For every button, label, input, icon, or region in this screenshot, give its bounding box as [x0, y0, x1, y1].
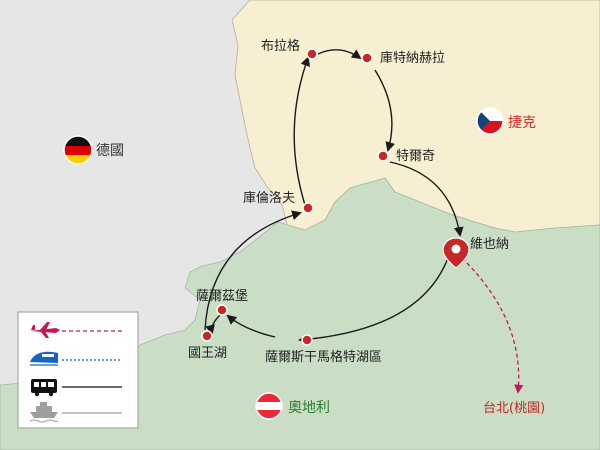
prague-label: 布拉格	[261, 38, 300, 54]
czech-flag-icon	[476, 107, 504, 135]
vienna-pin-icon[interactable]	[442, 237, 470, 269]
train-icon	[30, 351, 58, 366]
bus-icon	[31, 379, 57, 397]
austria-flag-icon	[255, 392, 283, 420]
route-konigssee-krumlov	[204, 210, 302, 331]
konigssee-marker[interactable]	[201, 330, 213, 342]
krumlov-label: 庫倫洛夫	[243, 191, 295, 206]
flight-route	[453, 249, 524, 394]
airplane-icon	[30, 322, 60, 338]
destination-label: 台北(桃園)	[483, 401, 545, 416]
route-telc-vienna	[389, 161, 464, 237]
austria-label: 奧地利	[288, 400, 330, 416]
konigssee-label: 國王湖	[188, 346, 227, 361]
telc-label: 特爾奇	[396, 148, 435, 164]
salzburg-marker[interactable]	[216, 304, 228, 316]
route-kutnahora-telc	[374, 69, 395, 152]
germany-label-group: 德國	[63, 135, 124, 165]
telc-marker[interactable]	[377, 150, 389, 162]
route-prague-kutnahora	[317, 49, 362, 60]
czech-label: 捷克	[508, 115, 536, 131]
germany-label: 德國	[96, 143, 124, 159]
ship-icon	[29, 402, 59, 423]
route-vienna-salzkammergut	[298, 257, 449, 345]
vienna-label: 維也納	[470, 237, 509, 252]
kutnahora-marker[interactable]	[361, 52, 373, 64]
czech-label-group: 捷克	[476, 107, 536, 135]
route-salzburg-konigssee	[205, 314, 221, 335]
route-lines	[204, 49, 464, 345]
route-krumlov-prague	[293, 56, 310, 206]
salzkammergut-marker[interactable]	[301, 334, 313, 346]
route-salzkammergut-salzburg	[226, 314, 276, 338]
krumlov-marker[interactable]	[302, 202, 314, 214]
prague-marker[interactable]	[306, 48, 318, 60]
city-markers	[201, 48, 389, 346]
legend	[17, 311, 139, 429]
austria-label-group: 奧地利	[255, 392, 330, 420]
germany-flag-icon	[63, 135, 93, 165]
salzkammergut-label: 薩爾斯干馬格特湖區	[265, 349, 382, 365]
salzburg-label: 薩爾茲堡	[196, 288, 248, 304]
kutnahora-label: 庫特納赫拉	[380, 51, 445, 66]
